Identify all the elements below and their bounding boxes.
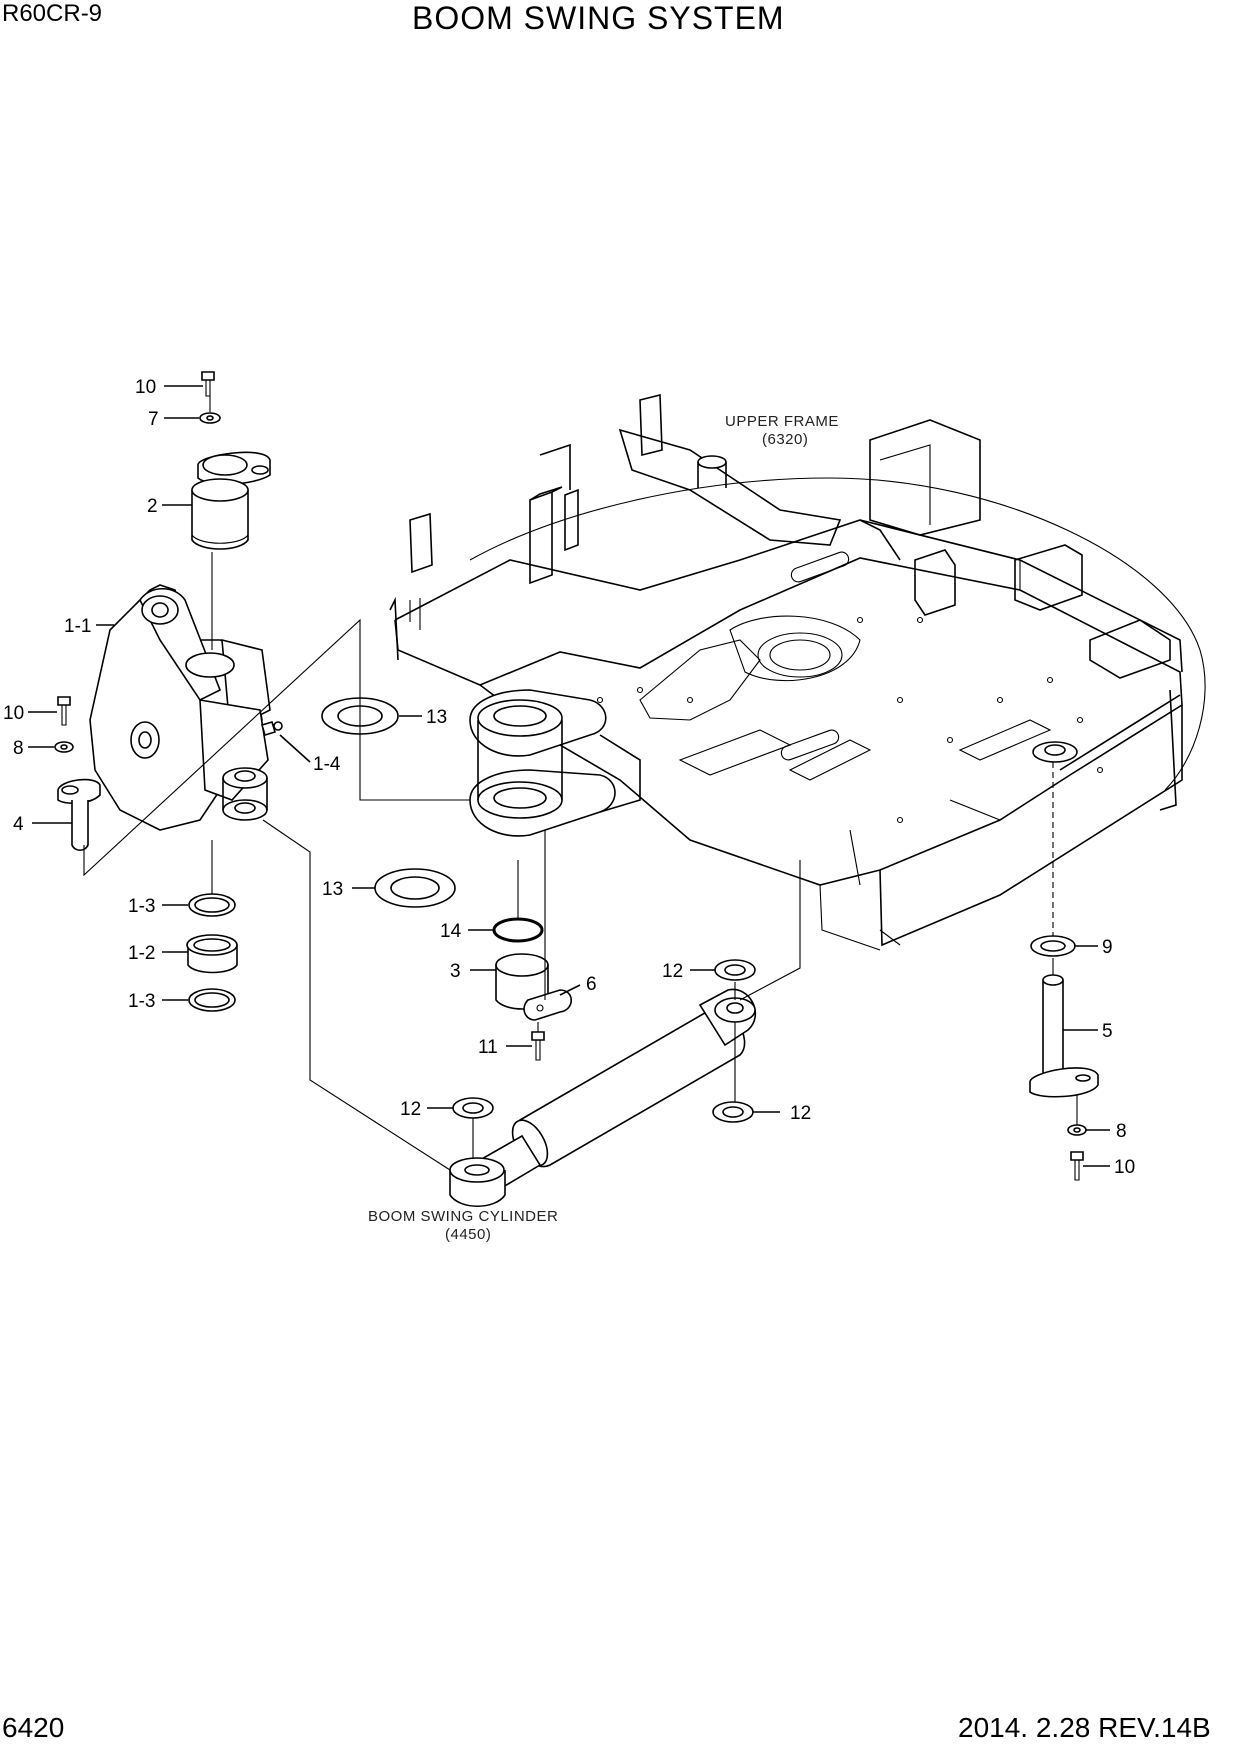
callout-12-upper: 12 (662, 961, 683, 982)
callout-5: 5 (1102, 1021, 1113, 1042)
callout-1-3-bottom: 1-3 (128, 991, 155, 1012)
page-title: BOOM SWING SYSTEM (412, 0, 785, 36)
callout-3: 3 (450, 961, 461, 982)
swing-post-drawing (54, 371, 283, 1012)
callout-1-3-top: 1-3 (128, 896, 155, 917)
callout-11: 11 (478, 1037, 498, 1058)
callout-8-left: 8 (13, 738, 24, 759)
callout-2: 2 (147, 496, 158, 517)
loose-parts-drawing (321, 697, 1099, 1207)
callout-12-lower-right: 12 (790, 1103, 811, 1124)
callout-14: 14 (440, 921, 462, 942)
upper-frame-ref: (6320) (762, 431, 808, 448)
leader-lines (28, 385, 1110, 1171)
upper-frame-label: UPPER FRAME (725, 413, 839, 430)
model-number: R60CR-9 (2, 0, 103, 27)
callout-10-right: 10 (1114, 1157, 1135, 1178)
callout-13-top: 13 (426, 707, 447, 728)
callout-10-top: 10 (135, 377, 156, 398)
callout-4: 4 (13, 814, 24, 835)
revision-date: 2014. 2.28 REV.14B (958, 1712, 1211, 1743)
callout-1-1: 1-1 (64, 616, 91, 637)
callout-13-bottom: 13 (322, 879, 343, 900)
callout-7: 7 (148, 409, 159, 430)
upper-frame-drawing (389, 393, 1206, 951)
callout-9: 9 (1102, 937, 1113, 958)
page-number: 6420 (2, 1712, 65, 1743)
callout-6: 6 (586, 974, 597, 995)
callout-8-right: 8 (1116, 1121, 1127, 1142)
boom-swing-cylinder-ref: (4450) (445, 1226, 491, 1243)
callout-10-left: 10 (3, 703, 24, 724)
callout-12-lower-left: 12 (400, 1099, 421, 1120)
boom-swing-cylinder-label: BOOM SWING CYLINDER (368, 1208, 558, 1225)
callout-1-2: 1-2 (128, 943, 155, 964)
callout-1-4: 1-4 (313, 754, 341, 775)
